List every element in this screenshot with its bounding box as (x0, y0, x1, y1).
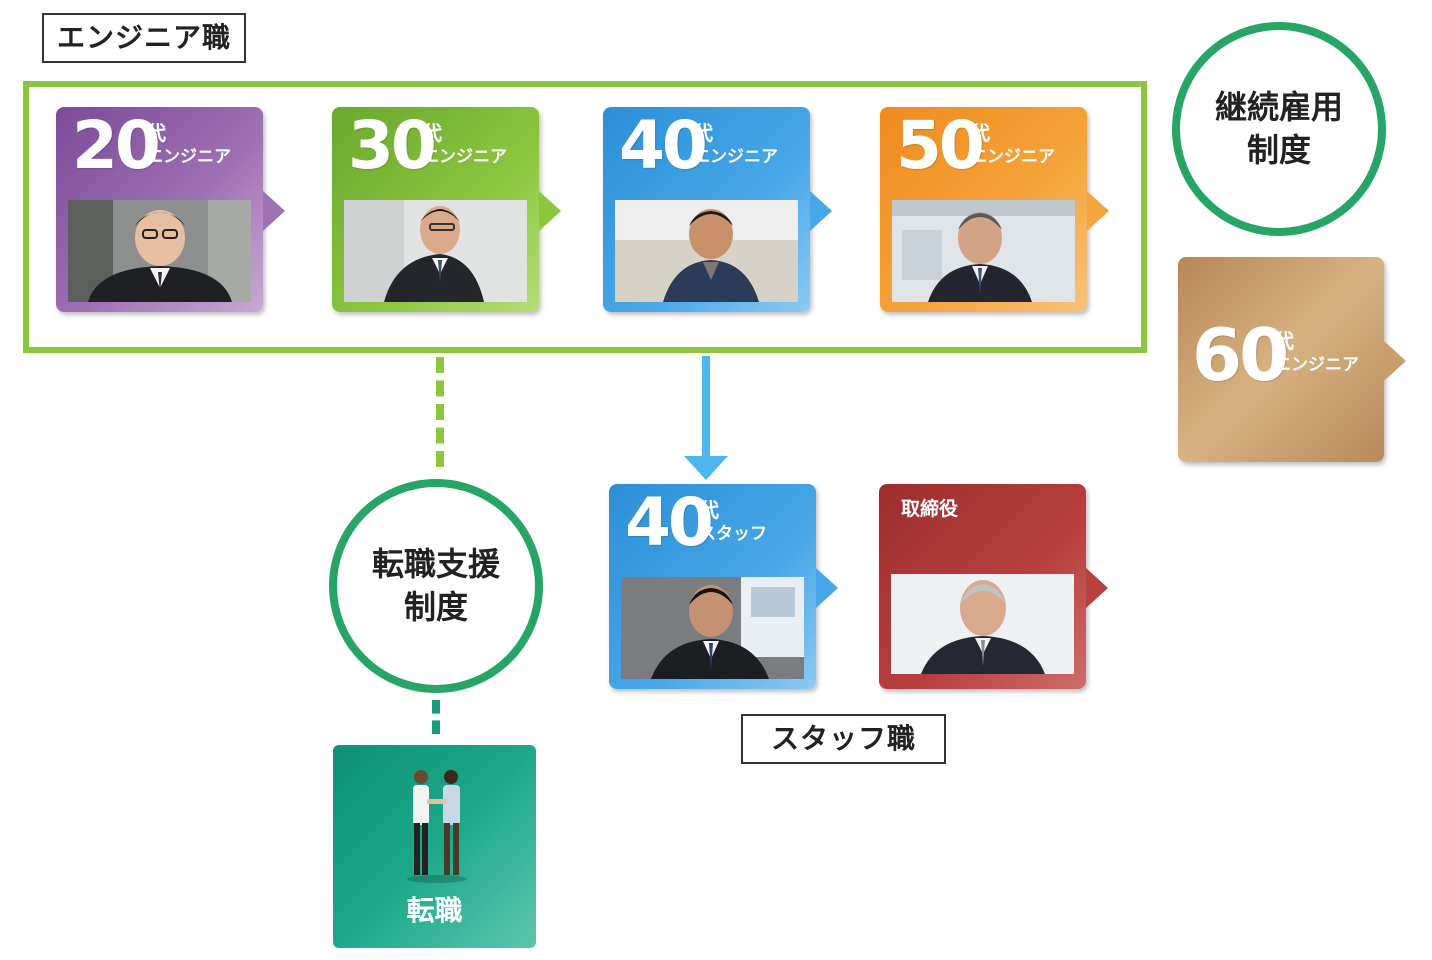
card-arrow-tip (1086, 568, 1108, 608)
card-age-number: 60 (1192, 313, 1289, 397)
transfer-support-system: 転職支援 制度 (329, 479, 543, 693)
staff-track-label: スタッフ職 (741, 714, 946, 764)
card-arrow-tip (1384, 341, 1406, 381)
card-age-number: 20 (72, 107, 161, 184)
circle-label: 転職支援 制度 (371, 544, 500, 626)
card-age-suffix: 代 (422, 121, 442, 145)
card-arrow-tip (1087, 191, 1109, 231)
card-job-change: 転職 (333, 745, 536, 948)
person-photo (615, 200, 798, 302)
card-arrow-tip (810, 191, 832, 231)
card-job-change-label: 転職 (406, 894, 463, 927)
card-role: エンジニア (146, 147, 231, 167)
person-photo (344, 200, 527, 302)
engineer-track-label: エンジニア職 (42, 13, 246, 63)
card-role: エンジニア (1274, 355, 1359, 375)
continued-employment-system: 継続雇用 制度 (1172, 22, 1386, 236)
card-50s-engineer: 50 代 エンジニア (880, 107, 1109, 312)
person-photo (891, 574, 1074, 674)
card-60s-engineer: 60 代 エンジニア (1178, 257, 1406, 462)
card-20s-engineer: 20 代 エンジニア (56, 107, 285, 312)
card-30s-engineer: 30 代 エンジニア (332, 107, 561, 312)
person-photo (68, 200, 251, 302)
card-age-suffix: 代 (699, 498, 719, 522)
card-role: 取締役 (901, 498, 959, 520)
card-arrow-tip (539, 191, 561, 231)
card-arrow-tip (263, 191, 285, 231)
person-photo (621, 577, 804, 679)
card-director: 取締役 (879, 484, 1108, 689)
dotted-connector-green (436, 357, 444, 467)
card-age-number: 30 (348, 107, 437, 184)
card-role: スタッフ (699, 524, 767, 544)
card-role: エンジニア (970, 147, 1055, 167)
card-age-suffix: 代 (970, 121, 990, 145)
circle-label: 継続雇用 制度 (1214, 87, 1343, 169)
engineer-group-frame (23, 81, 1147, 353)
card-role: エンジニア (422, 147, 507, 167)
card-40s-staff: 40 代 スタッフ (609, 484, 838, 689)
card-age-suffix: 代 (693, 121, 713, 145)
card-arrow-tip (816, 568, 838, 608)
card-age-number: 40 (619, 107, 708, 184)
card-age-number: 40 (625, 484, 714, 561)
card-age-number: 50 (896, 107, 985, 184)
card-age-suffix: 代 (1274, 329, 1294, 353)
handshake-people-icon (407, 770, 467, 883)
card-40s-engineer: 40 代 エンジニア (603, 107, 832, 312)
card-role: エンジニア (693, 147, 778, 167)
dotted-connector-teal (432, 700, 440, 734)
person-photo (892, 200, 1075, 302)
card-age-suffix: 代 (146, 121, 166, 145)
arrow-down-icon (684, 356, 728, 480)
